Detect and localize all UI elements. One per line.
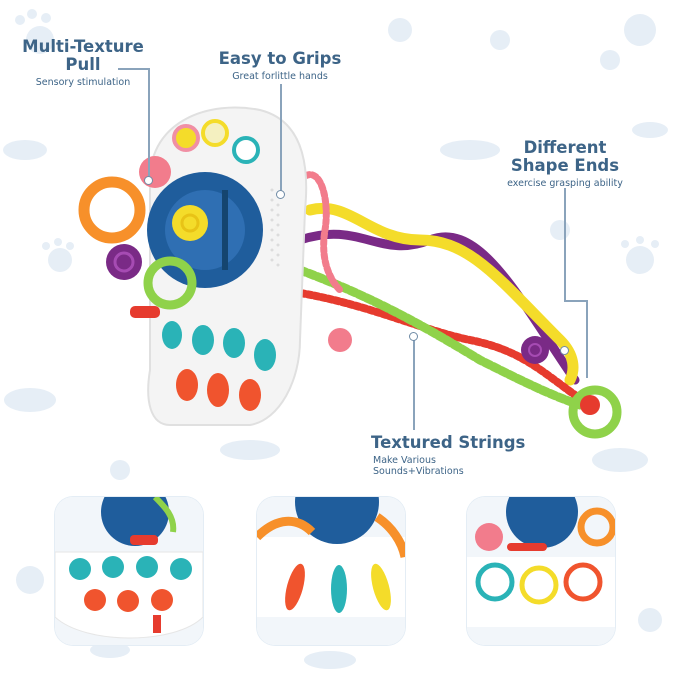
callout-line [413,340,415,430]
callout-dot [144,176,153,185]
pull-tabs-image [257,497,405,645]
inset-color-rings [467,497,615,645]
callout-line [280,84,282,192]
callout-line [564,300,586,302]
callout-subtitle: exercise grasping ability [507,178,623,189]
inset-popper-buttons [55,497,203,645]
callout-shape-ends: Different Shape Ends exercise grasping a… [490,138,640,190]
callout-line [564,188,566,300]
callout-title-line1: Different [523,138,607,157]
color-rings-image [467,497,615,645]
callout-dot [560,346,569,355]
callout-line [118,68,148,70]
callout-title: Easy to Grips [218,49,342,68]
callout-title-line2: Pull [65,55,101,74]
callout-title-line2: Shape Ends [510,156,620,175]
callout-easy-grip: Easy to Grips Great forlittle hands [210,49,350,83]
callout-subtitle: Great forlittle hands [232,71,328,82]
inset-pull-tabs [257,497,405,645]
callout-subtitle: Sensory stimulation [35,77,131,88]
callout-subtitle-line1: Make Various [373,455,436,466]
callout-title: Textured Strings [371,433,526,452]
callout-multi-texture: Multi-Texture Pull Sensory stimulation [18,37,148,89]
callout-line [148,68,150,180]
callout-subtitle-line2: Sounds+Vibrations [373,466,464,477]
callout-dot [276,190,285,199]
popper-buttons-image [55,497,203,645]
callout-line [586,300,588,378]
callout-dot [409,332,418,341]
callout-strings: Textured Strings Make Various Sounds+Vib… [365,433,530,478]
callout-title-line1: Multi-Texture [22,37,144,56]
